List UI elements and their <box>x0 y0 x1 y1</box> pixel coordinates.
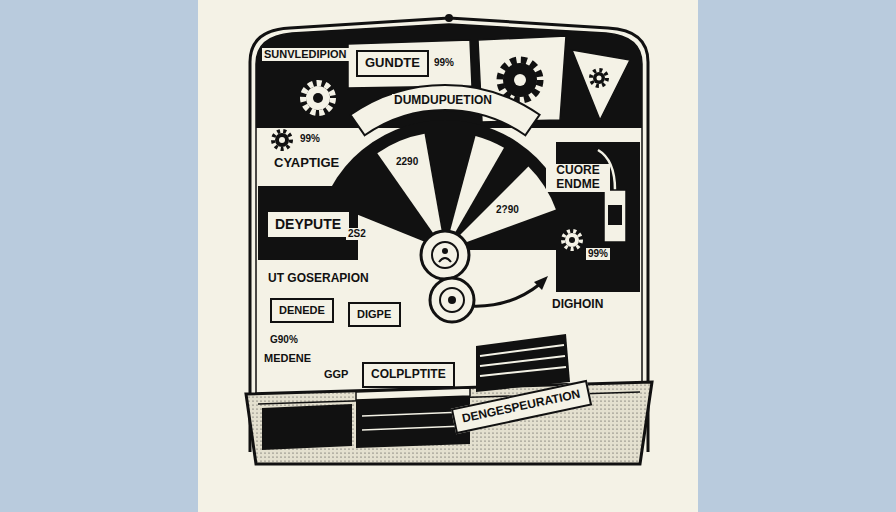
part-label: UT GOSERAPION <box>266 272 371 286</box>
block-stripe <box>480 356 565 366</box>
base-tray-stipple <box>246 382 652 464</box>
box-text: DIGPE <box>357 308 392 321</box>
dial-knob <box>421 231 469 279</box>
gear-icon <box>273 131 291 149</box>
gear-body <box>593 72 605 84</box>
paper-panel <box>198 0 698 512</box>
gear-hub <box>597 76 602 81</box>
part-label: GGP <box>322 368 350 381</box>
gear-body <box>275 133 289 147</box>
gear-body <box>306 86 330 110</box>
housing-outline <box>250 18 648 452</box>
box-text: DENEDE <box>279 304 325 317</box>
switch-housing <box>604 190 626 242</box>
part-label: DUMDUPUETION <box>392 94 494 108</box>
dial-band <box>350 85 539 135</box>
part-label: 2?90 <box>494 204 521 216</box>
dial-needle <box>470 284 540 306</box>
part-label: G90% <box>268 334 300 346</box>
striped-block <box>476 334 570 392</box>
hinge-dot <box>445 14 453 22</box>
part-label: 2S2 <box>346 228 368 240</box>
box-text: COLPLPTITE <box>371 368 446 382</box>
knob-hub <box>448 296 456 304</box>
part-label: MEDENE <box>262 352 313 365</box>
label-box: DIGPE <box>348 302 401 327</box>
dark-panel <box>258 186 358 260</box>
part-label: 99% <box>586 248 610 260</box>
knob-ring <box>432 242 458 268</box>
base-tray <box>246 382 652 464</box>
cap-panel <box>256 24 642 128</box>
cream-panel <box>572 50 630 120</box>
part-label: 99% <box>298 133 322 145</box>
label-box: GUNDTE <box>356 50 429 77</box>
gear-icon <box>591 70 607 86</box>
needle-head <box>534 276 548 290</box>
gear-body <box>565 233 579 247</box>
box-text: DEYPUTE <box>275 216 342 232</box>
gear-hub <box>279 137 285 143</box>
gear-hub <box>514 74 526 86</box>
base-block <box>262 404 352 450</box>
label-box: DENEDE <box>270 298 334 323</box>
label-box: DEYPUTE <box>266 210 351 239</box>
part-label: CUORE ENDME <box>546 164 610 192</box>
part-label: 99% <box>432 57 456 69</box>
gear-icon <box>500 60 540 100</box>
gear-hub <box>569 237 575 243</box>
part-label: DIGHOIN <box>550 298 605 312</box>
gear-teeth <box>563 231 581 249</box>
housing-inner-outline <box>256 24 642 448</box>
gear-teeth <box>591 70 607 86</box>
cream-panel <box>348 40 472 88</box>
knob-glyph <box>439 258 451 262</box>
dial-knob <box>430 278 474 322</box>
switch-lever <box>608 205 622 225</box>
knob-ring <box>440 288 464 312</box>
part-label: CYAPTIGE <box>272 156 341 171</box>
gear-teeth <box>273 131 291 149</box>
part-label: SUNVLEDIPION <box>262 48 349 61</box>
block-step <box>362 426 464 430</box>
gear-icon <box>563 231 581 249</box>
box-text: GUNDTE <box>365 56 420 71</box>
block-stripe <box>480 345 564 356</box>
gear-teeth <box>500 60 540 100</box>
block-stripe <box>480 367 566 376</box>
gear-teeth <box>303 83 333 113</box>
gear-body <box>503 63 537 97</box>
block-step <box>362 412 464 416</box>
gear-hub <box>313 93 323 103</box>
label-box: COLPLPTITE <box>362 362 455 388</box>
knob-glyph <box>442 248 448 254</box>
part-label: 2290 <box>394 156 420 168</box>
gear-icon <box>303 83 333 113</box>
